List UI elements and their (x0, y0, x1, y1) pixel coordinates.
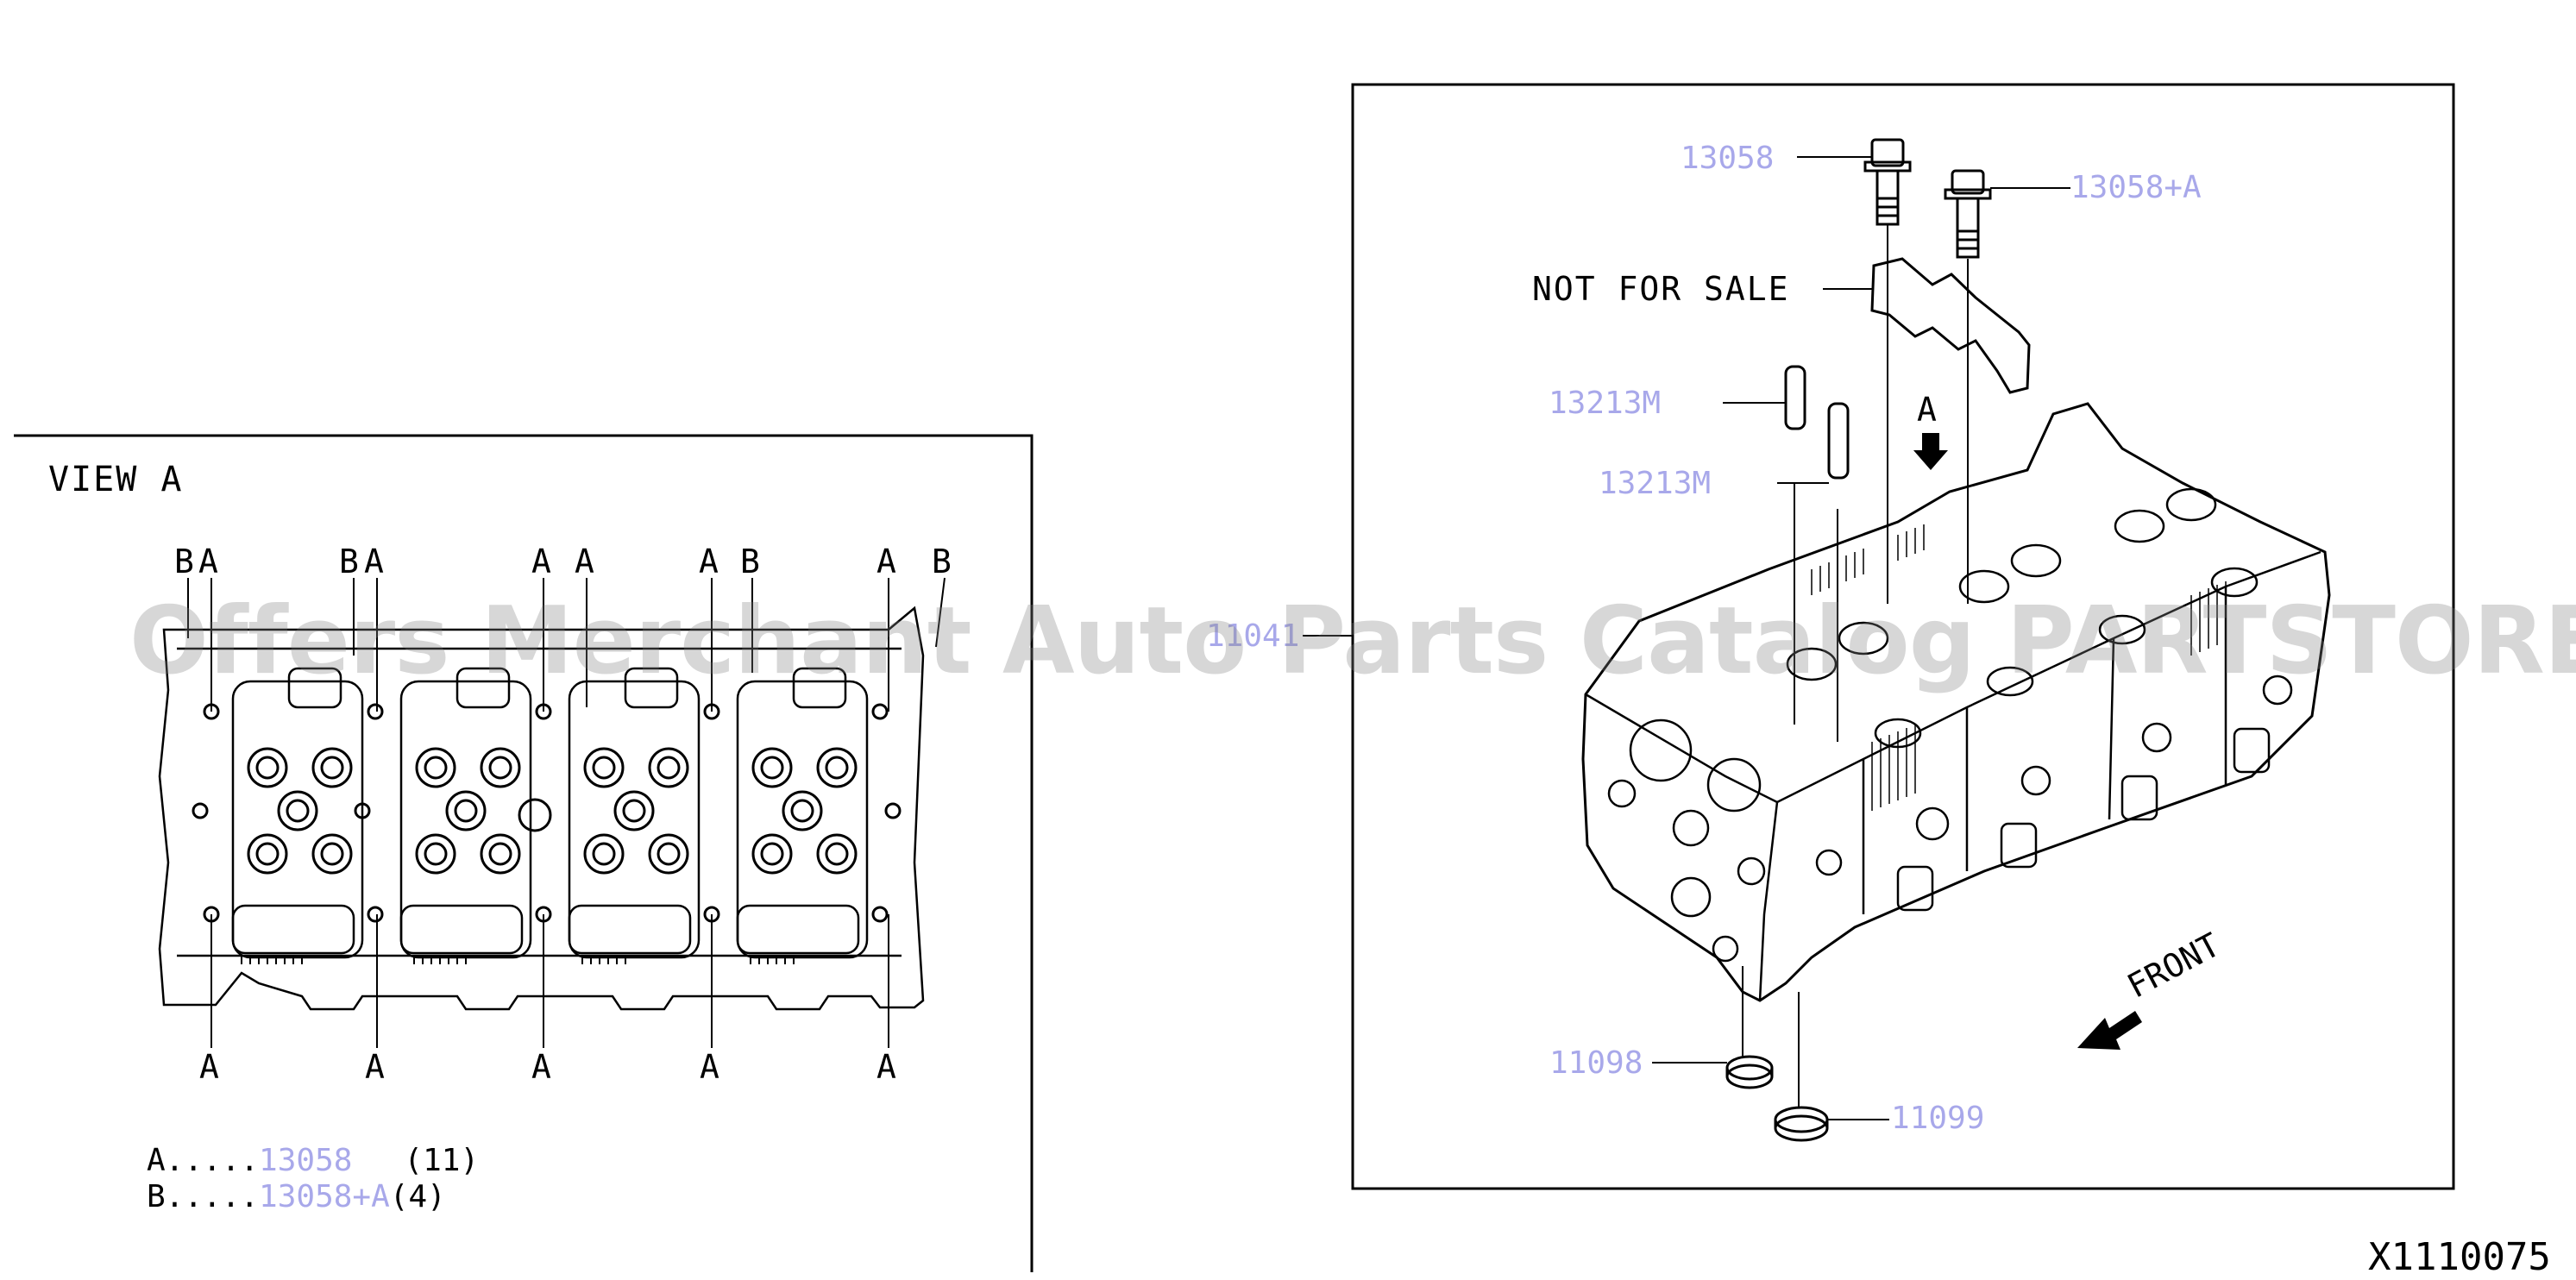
bottom-letter: A (876, 1048, 896, 1086)
top-letter: B (174, 543, 194, 580)
part-link-13058-a[interactable]: 13058+A (2070, 170, 2202, 205)
view-arrow (1913, 433, 1948, 470)
head-assembly-drawing (1303, 138, 2331, 1142)
diagram-id: X1110075 (2368, 1235, 2551, 1279)
part-link-11041[interactable]: 11041 (1206, 618, 1300, 654)
view-arrow-label: A (1917, 391, 1937, 429)
top-letter: B (740, 543, 760, 580)
watermark-text: Offers Merchant Auto Parts Catalog PARTS… (129, 587, 2576, 695)
legend-key: B..... (147, 1179, 260, 1214)
part-link-13213m-2[interactable]: 13213M (1599, 466, 1712, 501)
top-letter: A (876, 543, 896, 580)
part-link-13058[interactable]: 13058 (1681, 141, 1775, 176)
bottom-letter: A (365, 1048, 385, 1086)
bottom-letter: A (531, 1048, 551, 1086)
bottom-letter: A (199, 1048, 219, 1086)
legend-part-link[interactable]: 13058+A (259, 1179, 390, 1214)
legend-key: A..... (147, 1143, 260, 1178)
top-letter: A (198, 543, 218, 580)
top-letter: A (575, 543, 594, 580)
bolt-13058-a (1944, 169, 1992, 259)
bottom-letter: A (700, 1048, 719, 1086)
not-for-sale-label: NOT FOR SALE (1532, 270, 1790, 308)
part-link-11099[interactable]: 11099 (1891, 1101, 1985, 1136)
legend-qty: (11) (404, 1143, 480, 1178)
bolt-13058 (1863, 138, 1912, 226)
legend-qty: (4) (389, 1179, 446, 1214)
top-letter: A (699, 543, 719, 580)
top-letter: B (932, 543, 952, 580)
legend-row-b: B.....13058+A(4) (147, 1182, 446, 1213)
part-link-11098[interactable]: 11098 (1549, 1045, 1643, 1081)
view-title: VIEW A (48, 460, 184, 499)
part-link-13213m-1[interactable]: 13213M (1549, 386, 1662, 421)
view-a-drawing (158, 577, 946, 1048)
view-a-frame (14, 434, 1034, 1272)
seal-11098 (1725, 1055, 1774, 1089)
seal-11099 (1774, 1106, 1829, 1142)
top-letter: A (531, 543, 551, 580)
top-letter: A (364, 543, 384, 580)
bearing-bracket (1870, 257, 2031, 394)
legend-part-link[interactable]: 13058 (259, 1143, 353, 1178)
top-letter: B (339, 543, 359, 580)
front-arrow (2077, 1011, 2142, 1050)
legend-row-a: A.....13058 (11) (147, 1145, 479, 1176)
